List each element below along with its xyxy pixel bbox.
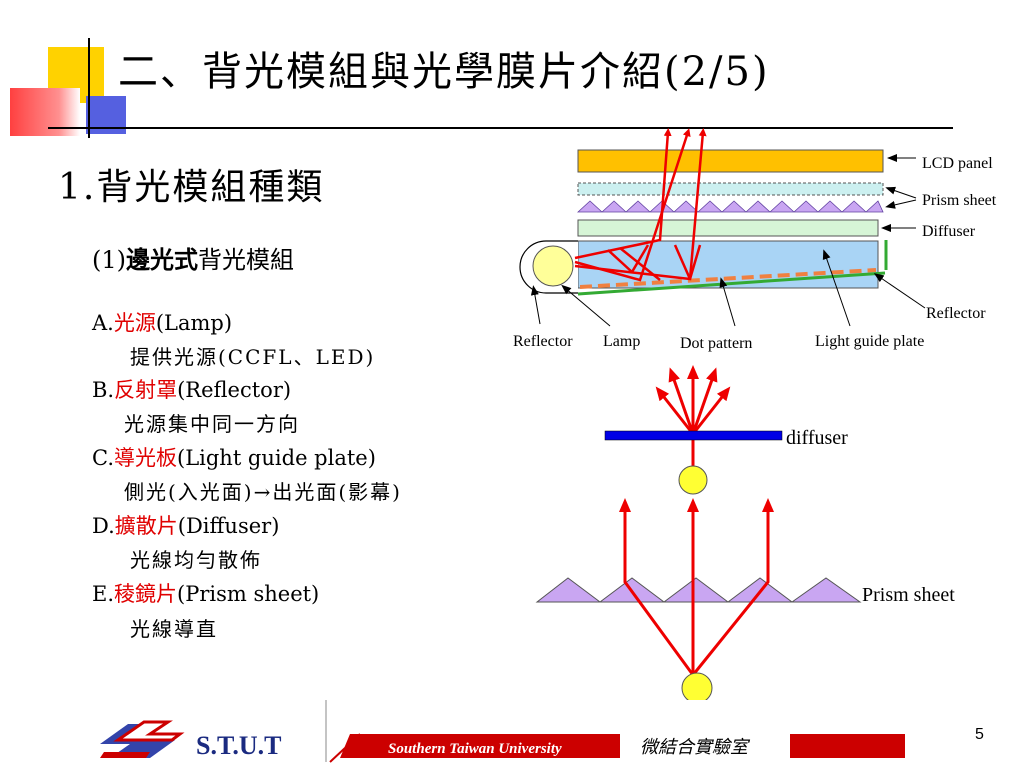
item-english: (Prism sheet)	[177, 582, 320, 606]
section-heading: 1.背光模組種類	[58, 167, 325, 208]
title-deco-vertical-line	[88, 38, 90, 138]
item-english: (Lamp)	[155, 311, 233, 335]
footer-university: Southern Taiwan University	[388, 741, 562, 757]
item-name: 導光板	[114, 446, 177, 470]
footer-lab-box	[620, 730, 790, 760]
item-label: E.	[92, 582, 115, 606]
footer-lab: 微結合實驗室	[640, 737, 751, 757]
item-name: 稜鏡片	[114, 582, 178, 606]
lcd-panel-layer	[577, 149, 884, 173]
diffuser-layer	[577, 219, 879, 237]
label-prism-sheet: Prism sheet	[922, 192, 997, 209]
middle-lamp	[678, 465, 708, 495]
subsection-bold: 邊光式	[126, 245, 198, 274]
stut-logo-icon	[100, 720, 185, 758]
item-light-guide-plate-desc: 側光(入光面)→出光面(影幕)	[124, 480, 402, 504]
item-diffuser: D.擴散片(Diffuser)	[92, 514, 279, 539]
item-label: D.	[92, 514, 115, 538]
item-lamp: A.光源(Lamp)	[92, 311, 232, 336]
label-reflector-left: Reflector	[513, 333, 573, 350]
item-prism-sheet-desc: 光線導直	[130, 617, 218, 641]
item-reflector: B.反射罩(Reflector)	[92, 378, 291, 403]
item-label: B.	[92, 378, 115, 402]
light-rays-top	[574, 128, 707, 282]
diffuser-rays	[655, 365, 731, 470]
prism-row	[535, 577, 862, 603]
prism-teeth	[576, 200, 884, 213]
slide-title: 二、背光模組與光學膜片介紹(2/5)	[118, 49, 770, 95]
dot-pattern-line	[579, 268, 877, 289]
item-english: (Light guide plate)	[177, 446, 376, 470]
item-prism-sheet: E.稜鏡片(Prism sheet)	[92, 582, 319, 607]
bottom-reflector-line	[577, 271, 886, 296]
item-name: 反射罩	[114, 378, 178, 402]
item-name: 擴散片	[114, 514, 178, 538]
subsection-heading: (1)邊光式背光模組	[92, 240, 294, 275]
item-reflector-desc: 光源集中同一方向	[124, 412, 300, 436]
item-english: (Diffuser)	[177, 514, 280, 538]
lamp-circle	[532, 245, 574, 287]
item-diffuser-desc: 光線均勻散佈	[130, 548, 262, 572]
label-dot-pattern: Dot pattern	[680, 335, 752, 352]
label-pointers	[530, 154, 926, 327]
label-light-guide-plate: Light guide plate	[815, 333, 924, 350]
prism-sheet-film	[577, 182, 884, 196]
item-lamp-desc: 提供光源(CCFL、LED)	[130, 345, 376, 369]
label-diffuser-lower: diffuser	[786, 427, 848, 449]
label-diffuser: Diffuser	[922, 223, 976, 240]
item-label: A.	[92, 311, 114, 335]
backlight-diagram: LCD panel Prism sheet Diffuser Reflector…	[513, 128, 997, 700]
subsection-rest: 背光模組	[198, 246, 294, 274]
label-lamp: Lamp	[603, 333, 640, 350]
bottom-lamp	[681, 672, 713, 700]
subsection-prefix: (1)	[92, 246, 126, 274]
label-lcd-panel: LCD panel	[922, 155, 993, 172]
item-label: C.	[92, 446, 114, 470]
label-prism-sheet-lower: Prism sheet	[862, 584, 955, 606]
item-english: (Reflector)	[177, 378, 292, 402]
page-number: 5	[975, 726, 984, 743]
footer-slash	[329, 733, 361, 763]
footer-banner: S.T.U.T Southern Taiwan University 微結合實驗…	[100, 700, 905, 763]
logo-text: S.T.U.T	[196, 731, 282, 760]
prism-rays	[619, 498, 774, 676]
diffuser-bar	[604, 430, 783, 441]
title-rule	[48, 127, 953, 129]
label-reflector-right: Reflector	[926, 305, 986, 322]
item-name: 光源	[113, 311, 156, 335]
item-light-guide-plate: C.導光板(Light guide plate)	[92, 446, 376, 471]
